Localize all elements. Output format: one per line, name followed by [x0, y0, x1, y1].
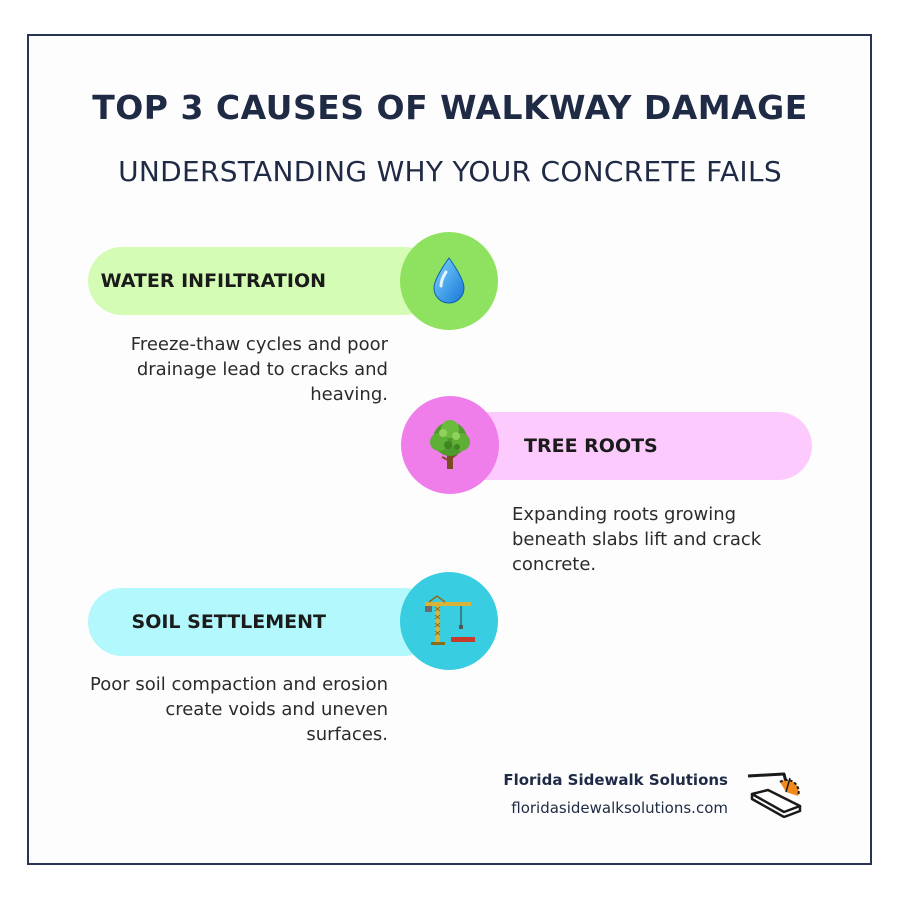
cause-description-soil: Poor soil compaction and erosion create … — [90, 674, 388, 745]
tree-icon — [430, 420, 470, 469]
water-drop-icon — [433, 257, 465, 304]
cause-icon-circle-soil — [400, 572, 498, 670]
brand-url[interactable]: floridasidewalksolutions.com — [511, 799, 728, 817]
page-subtitle: UNDERSTANDING WHY YOUR CONCRETE FAILS — [118, 155, 782, 188]
cause-icon-circle-tree — [401, 396, 499, 494]
cause-label: TREE ROOTS — [524, 435, 658, 457]
construction-crane-icon — [425, 595, 475, 645]
cause-pill-soil-settlement: SOIL SETTLEMENT — [88, 588, 438, 656]
page-title: TOP 3 CAUSES OF WALKWAY DAMAGE — [92, 88, 808, 127]
cause-label: WATER INFILTRATION — [100, 270, 326, 292]
cause-icon-circle-water — [400, 232, 498, 330]
cause-description-water: Freeze-thaw cycles and poor drainage lea… — [130, 334, 388, 405]
cause-label: SOIL SETTLEMENT — [131, 611, 326, 633]
cause-pill-water-infiltration: WATER INFILTRATION — [88, 247, 438, 315]
brand-name: Florida Sidewalk Solutions — [503, 771, 728, 789]
cause-description-tree: Expanding roots growing beneath slabs li… — [512, 504, 762, 575]
brand-logo-icon — [747, 772, 802, 818]
